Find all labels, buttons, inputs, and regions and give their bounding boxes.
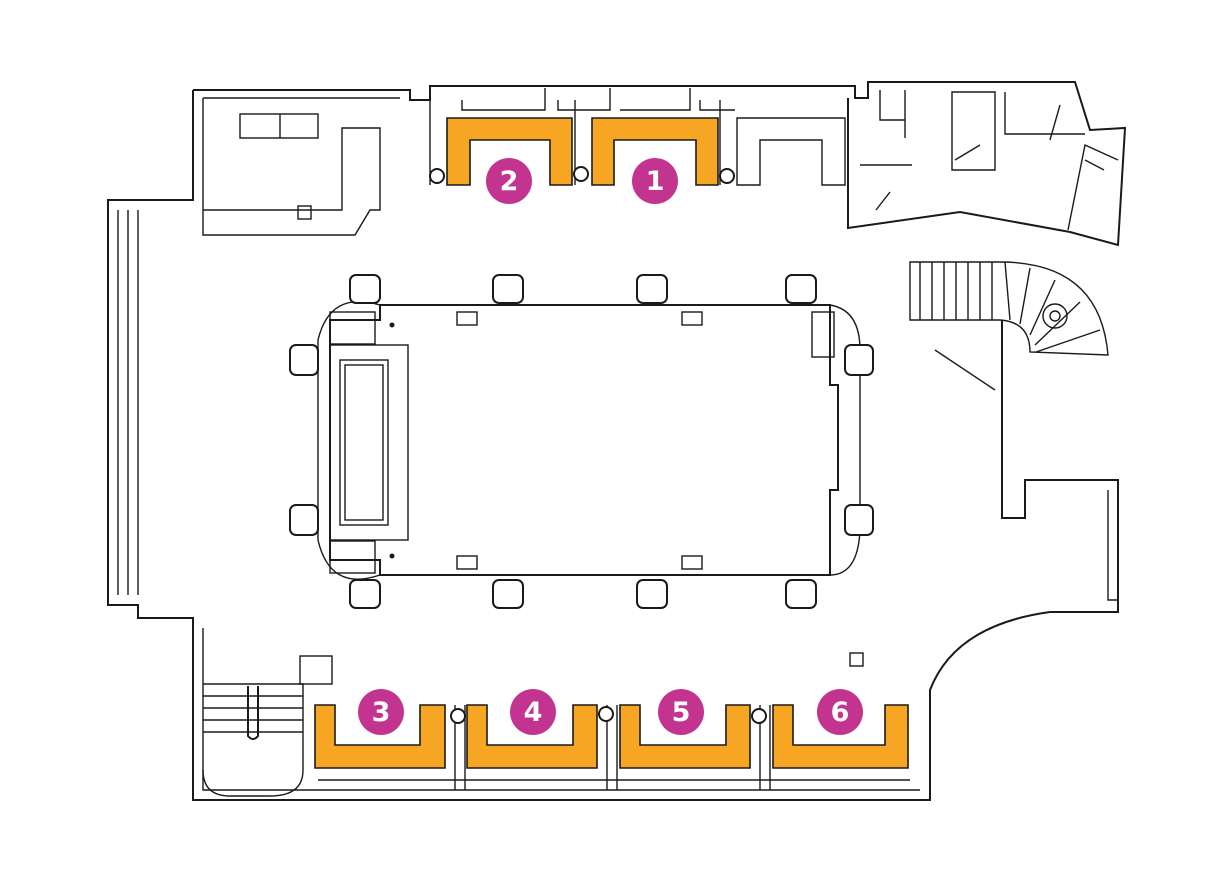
outer-walls xyxy=(107,81,1127,801)
booth-2-shape[interactable] xyxy=(446,117,573,186)
booth-badge-5[interactable]: 5 xyxy=(658,689,704,735)
booth-badge-4[interactable]: 4 xyxy=(510,689,556,735)
spiral-staircase xyxy=(909,261,1109,391)
top-booths xyxy=(429,88,846,186)
bottom-booths xyxy=(314,652,909,790)
booth-badge-1[interactable]: 1 xyxy=(632,158,678,204)
booth-badge-2[interactable]: 2 xyxy=(486,158,532,204)
booth-badge-3[interactable]: 3 xyxy=(358,689,404,735)
central-stage xyxy=(289,274,874,609)
booth-1-shape[interactable] xyxy=(591,117,719,186)
booth-6-shape[interactable] xyxy=(772,704,909,769)
bottom-left-stairs xyxy=(202,655,333,797)
booth-badge-6[interactable]: 6 xyxy=(817,689,863,735)
booth-5-shape[interactable] xyxy=(619,704,751,769)
counter xyxy=(239,113,319,220)
booth-3-shape[interactable] xyxy=(314,704,446,769)
top-right-rooms xyxy=(860,90,1119,231)
booth-4-shape[interactable] xyxy=(466,704,598,769)
